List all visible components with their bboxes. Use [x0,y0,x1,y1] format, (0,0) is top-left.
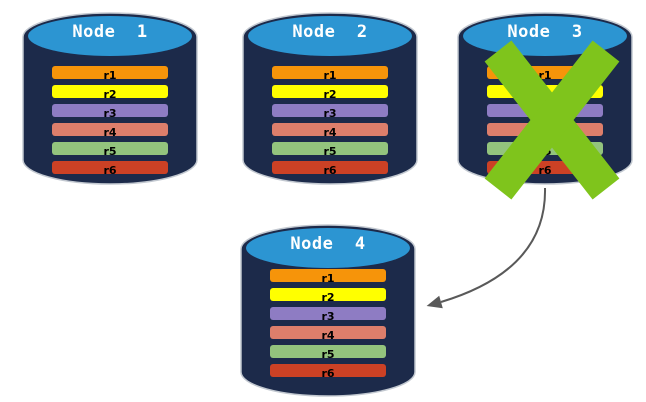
replica-label: r5 [103,145,117,158]
database-cylinder-icon [22,12,198,185]
cylinder-body [242,12,418,185]
replica-label: r4 [103,126,117,139]
replica-r4: r4 [52,123,168,139]
replica-label: r4 [321,329,335,342]
replica-r2: r2 [52,85,168,101]
node-label: Node 3 [507,22,583,42]
replica-r2: r2 [272,85,388,101]
replica-label: r1 [538,69,552,82]
node-label: Node 1 [72,22,148,42]
failure-cross-icon [484,40,620,200]
node-1: Node 1 r1 r2 r3 r4 r5 r6 [22,10,198,186]
replica-r5: r5 [52,142,168,158]
replica-label: r6 [321,367,335,380]
replica-label: r2 [323,88,337,101]
replica-r2: r2 [270,288,386,304]
replica-label: r6 [538,164,552,177]
cylinder-top [463,16,627,56]
node-3: Node 3 r1 r2 r3 r4 r5 r6 [457,10,633,200]
replica-list: r1 r2 r3 r4 r5 r6 [52,66,168,180]
node-2: Node 2 r1 r2 r3 r4 r5 r6 [242,10,418,186]
replica-label: r2 [321,291,335,304]
database-cylinder-icon [242,12,418,185]
replica-label: r5 [323,145,337,158]
cylinder-top [246,228,410,268]
replica-r3: r3 [270,307,386,323]
replica-label: r2 [103,88,117,101]
replica-r6: r6 [270,364,386,380]
cross-stroke [484,40,620,200]
replica-r6: r6 [52,161,168,177]
replica-r1: r1 [270,269,386,285]
node-label: Node 2 [292,22,368,42]
replica-r5: r5 [272,142,388,158]
replica-r5: r5 [270,345,386,361]
replica-label: r1 [103,69,117,82]
replica-r1: r1 [272,66,388,82]
cylinder-top [28,16,192,56]
replica-label: r3 [321,310,335,323]
replica-label: r3 [323,107,337,120]
cylinder-body [22,12,198,185]
replica-r1: r1 [52,66,168,82]
failover-arrow [426,187,547,309]
replica-label: r6 [103,164,117,177]
replica-r6: r6 [272,161,388,177]
replica-label: r6 [323,164,337,177]
replica-r4: r4 [270,326,386,342]
node-label: Node 4 [290,234,366,254]
cylinder-top [248,16,412,56]
replica-label: r1 [323,69,337,82]
failover-arrowhead-icon [426,295,443,309]
replica-r3: r3 [272,104,388,120]
replica-r3: r3 [52,104,168,120]
replica-list: r1 r2 r3 r4 r5 r6 [270,269,386,383]
failover-arrow-line [440,187,547,303]
replica-list: r1 r2 r3 r4 r5 r6 [272,66,388,180]
replica-label: r1 [321,272,335,285]
replica-label: r3 [103,107,117,120]
replica-r4: r4 [272,123,388,139]
node-4: Node 4 r1 r2 r3 r4 r5 r6 [240,222,416,398]
replica-label: r5 [321,348,335,361]
replica-label: r4 [323,126,337,139]
